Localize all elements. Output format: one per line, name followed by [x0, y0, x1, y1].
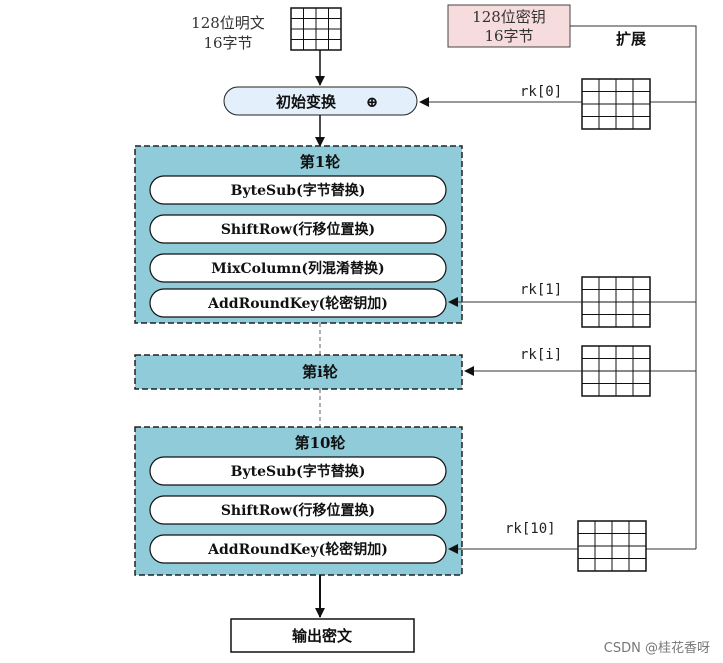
- plaintext-label-line2: 16字节: [203, 34, 252, 52]
- round-1-addroundkey-box: [149, 288, 447, 318]
- output-label: 输出密文: [292, 627, 353, 645]
- round-key-label-i: rk[i]: [520, 347, 562, 363]
- round-i-title: 第i轮: [302, 363, 338, 381]
- round-key-grid-icon-0: [581, 78, 651, 130]
- expand-label: 扩展: [616, 30, 646, 48]
- round-10-title: 第10轮: [295, 434, 346, 452]
- round-1-shiftrow-box: [149, 214, 447, 244]
- key-box: [447, 4, 571, 48]
- round-1-bytesub-label: ByteSub(字节替换): [231, 182, 366, 199]
- round-key-grid-icon-1: [581, 276, 651, 328]
- round-1-bytesub-box: [149, 175, 447, 205]
- round-1-addroundkey-label: AddRoundKey(轮密钥加): [207, 295, 388, 312]
- round-10-shiftrow-label: ShiftRow(行移位置换): [221, 502, 375, 519]
- round-10-bytesub-label: ByteSub(字节替换): [231, 463, 366, 480]
- round-key-label-0: rk[0]: [520, 84, 562, 100]
- xor-symbol: ⊕: [366, 93, 379, 111]
- round-key-label-1: rk[1]: [520, 282, 562, 298]
- round-10-addroundkey-label: AddRoundKey(轮密钥加): [207, 541, 388, 558]
- output-box: [230, 618, 415, 653]
- plaintext-grid-icon: [290, 7, 342, 51]
- key-label-line1: 128位密钥: [472, 8, 546, 26]
- initial-transform-label: 初始变换: [276, 93, 337, 111]
- plaintext-label-line1: 128位明文: [191, 14, 265, 32]
- round-key-grid-icon-i: [581, 345, 651, 397]
- watermark: CSDN @桂花香呀: [604, 640, 710, 656]
- round-10-addroundkey-box: [149, 534, 447, 564]
- round-10-shiftrow-box: [149, 495, 447, 525]
- round-1-shiftrow-label: ShiftRow(行移位置换): [221, 221, 375, 238]
- round-10-bytesub-box: [149, 456, 447, 486]
- round-key-grid-icon-10: [577, 520, 647, 572]
- round-i-box: [134, 354, 463, 390]
- round-1-title: 第1轮: [300, 153, 340, 171]
- round-key-label-10: rk[10]: [505, 521, 556, 537]
- round-1-mixcolumn-label: MixColumn(列混淆替换): [211, 260, 384, 277]
- round-1-mixcolumn-box: [149, 253, 447, 283]
- key-label-line2: 16字节: [484, 27, 533, 45]
- key-expansion-line: [570, 25, 697, 549]
